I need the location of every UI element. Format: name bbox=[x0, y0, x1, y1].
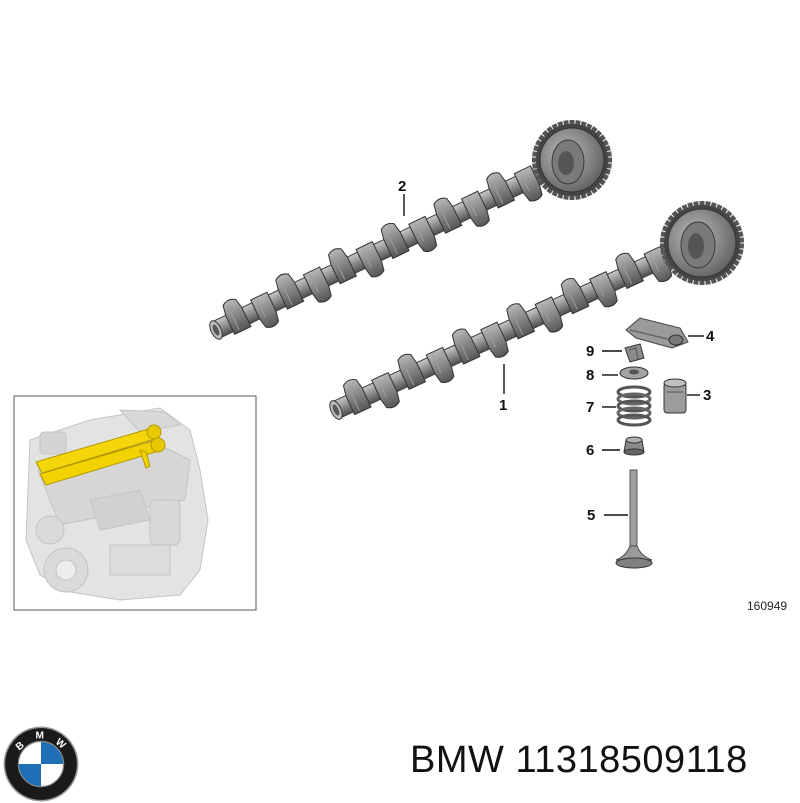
engine-illustration bbox=[25, 407, 209, 601]
camshaft-lower-cam-lobe bbox=[506, 303, 536, 340]
camshaft-lower-cam-lobe bbox=[615, 252, 644, 290]
valve-spring bbox=[616, 385, 652, 427]
callout-9: 9 bbox=[586, 343, 594, 360]
bmw-logo: B M W bbox=[3, 726, 79, 802]
callout-7: 7 bbox=[586, 399, 594, 416]
camshaft-lower-cam-lobe bbox=[397, 353, 427, 391]
leader-lines bbox=[403, 194, 704, 516]
logo-letter-m: M bbox=[36, 730, 44, 741]
engine-inset bbox=[13, 395, 257, 611]
valve-stem-seal bbox=[623, 436, 645, 456]
sprocket-upper bbox=[532, 120, 612, 200]
callout-4: 4 bbox=[706, 328, 715, 345]
callout-2: 2 bbox=[398, 178, 406, 195]
camshaft-lower-cam-lobe bbox=[342, 378, 372, 416]
camshaft-upper-shaft-end bbox=[209, 320, 223, 340]
callout-3: 3 bbox=[703, 387, 711, 404]
callout-1: 1 bbox=[499, 397, 507, 414]
caption-brand: BMW bbox=[410, 739, 505, 781]
callout-8: 8 bbox=[586, 367, 594, 384]
camshaft-lower-shaft-end bbox=[329, 400, 343, 420]
sprocket-lower bbox=[659, 201, 745, 285]
camshaft-lower bbox=[329, 201, 745, 420]
camshaft-upper-shaft bbox=[209, 156, 565, 340]
valve bbox=[615, 469, 653, 569]
rocker-arm bbox=[625, 317, 689, 349]
caption-part-number: 11318509118 bbox=[515, 739, 748, 781]
camshaft-upper-cam-lobe bbox=[222, 298, 252, 335]
callout-6: 6 bbox=[586, 442, 594, 459]
camshaft-upper-cam-lobe bbox=[275, 273, 305, 310]
camshaft-upper-cam-lobe bbox=[327, 248, 358, 285]
drawing-number: 160949 bbox=[747, 599, 787, 613]
camshaft-upper-cam-lobe bbox=[433, 197, 463, 234]
valve-keeper bbox=[624, 343, 645, 363]
highlighted-camshafts bbox=[35, 424, 166, 486]
part-caption: BMW 11318509118 bbox=[410, 735, 795, 785]
camshaft-lower-cam-lobe bbox=[560, 278, 590, 315]
camshaft-upper-cam-lobe bbox=[486, 172, 516, 209]
spring-retainer bbox=[619, 366, 649, 380]
camshaft-upper bbox=[209, 120, 612, 340]
camshaft-lower-cam-lobe bbox=[451, 328, 481, 365]
callout-5: 5 bbox=[587, 507, 595, 524]
camshaft-upper-cam-lobe bbox=[380, 222, 410, 260]
hydraulic-lifter bbox=[663, 378, 687, 414]
